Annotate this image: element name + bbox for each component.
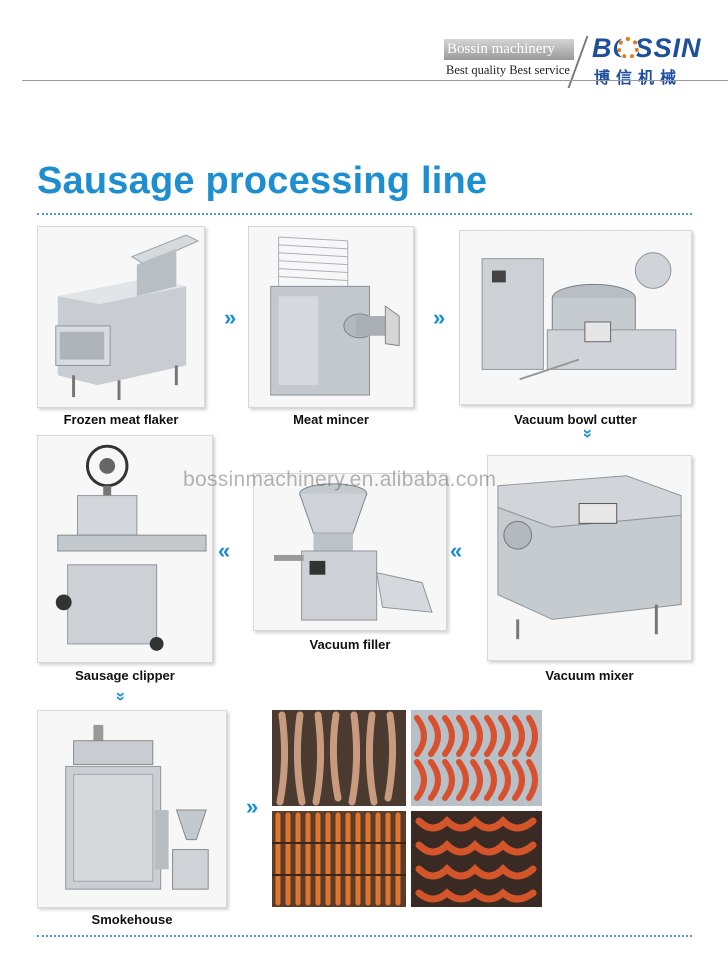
vacuum-bowl-cutter-image	[459, 230, 692, 405]
page-title: Sausage processing line	[37, 160, 488, 202]
flow-arrow-left: «	[218, 538, 231, 563]
step-label: Vacuum filler	[309, 637, 391, 652]
company-tagline: Best quality Best service	[446, 63, 570, 77]
flow-arrow-right: »	[224, 305, 237, 330]
flow-arrow-down: »	[112, 691, 132, 702]
step-label: Vacuum bowl cutter	[514, 412, 637, 427]
product-photo-dried-sausages	[272, 710, 406, 806]
flow-arrow-right: »	[433, 305, 446, 330]
vacuum-mixer-image	[487, 455, 692, 661]
frozen-meat-flaker-image	[37, 226, 205, 408]
header-rule	[22, 80, 728, 81]
step-label: Meat mincer	[293, 412, 369, 427]
flow-arrow-left: «	[450, 538, 463, 563]
product-photo-smoked-sausages	[272, 811, 406, 907]
meat-mincer-image	[248, 226, 414, 408]
step-label: Sausage clipper	[75, 668, 175, 683]
logo-chinese-text: 博信机械	[594, 68, 683, 87]
sausage-clipper-image	[37, 435, 213, 663]
flow-arrow-down: »	[579, 428, 599, 439]
footer-rule	[37, 935, 692, 937]
header: Bossin machinery Best quality Best servi…	[0, 0, 728, 90]
logo-text: BOSSIN	[592, 33, 702, 63]
vacuum-filler-image	[253, 473, 447, 631]
product-photo-sausage-links	[411, 811, 542, 907]
bossin-logo: BOSSIN 博信机械	[592, 33, 712, 87]
smokehouse-image	[37, 710, 227, 908]
step-label: Frozen meat flaker	[63, 412, 179, 427]
step-label: Vacuum mixer	[545, 668, 634, 683]
company-badge: Bossin machinery	[444, 39, 574, 60]
flow-arrow-right: »	[246, 794, 259, 819]
step-label: Smokehouse	[91, 912, 173, 927]
watermark: bossinmachinery.en.alibaba.com	[183, 468, 497, 491]
product-photo-red-sausages	[411, 710, 542, 806]
gear-icon	[617, 37, 639, 59]
title-underline	[37, 213, 692, 215]
